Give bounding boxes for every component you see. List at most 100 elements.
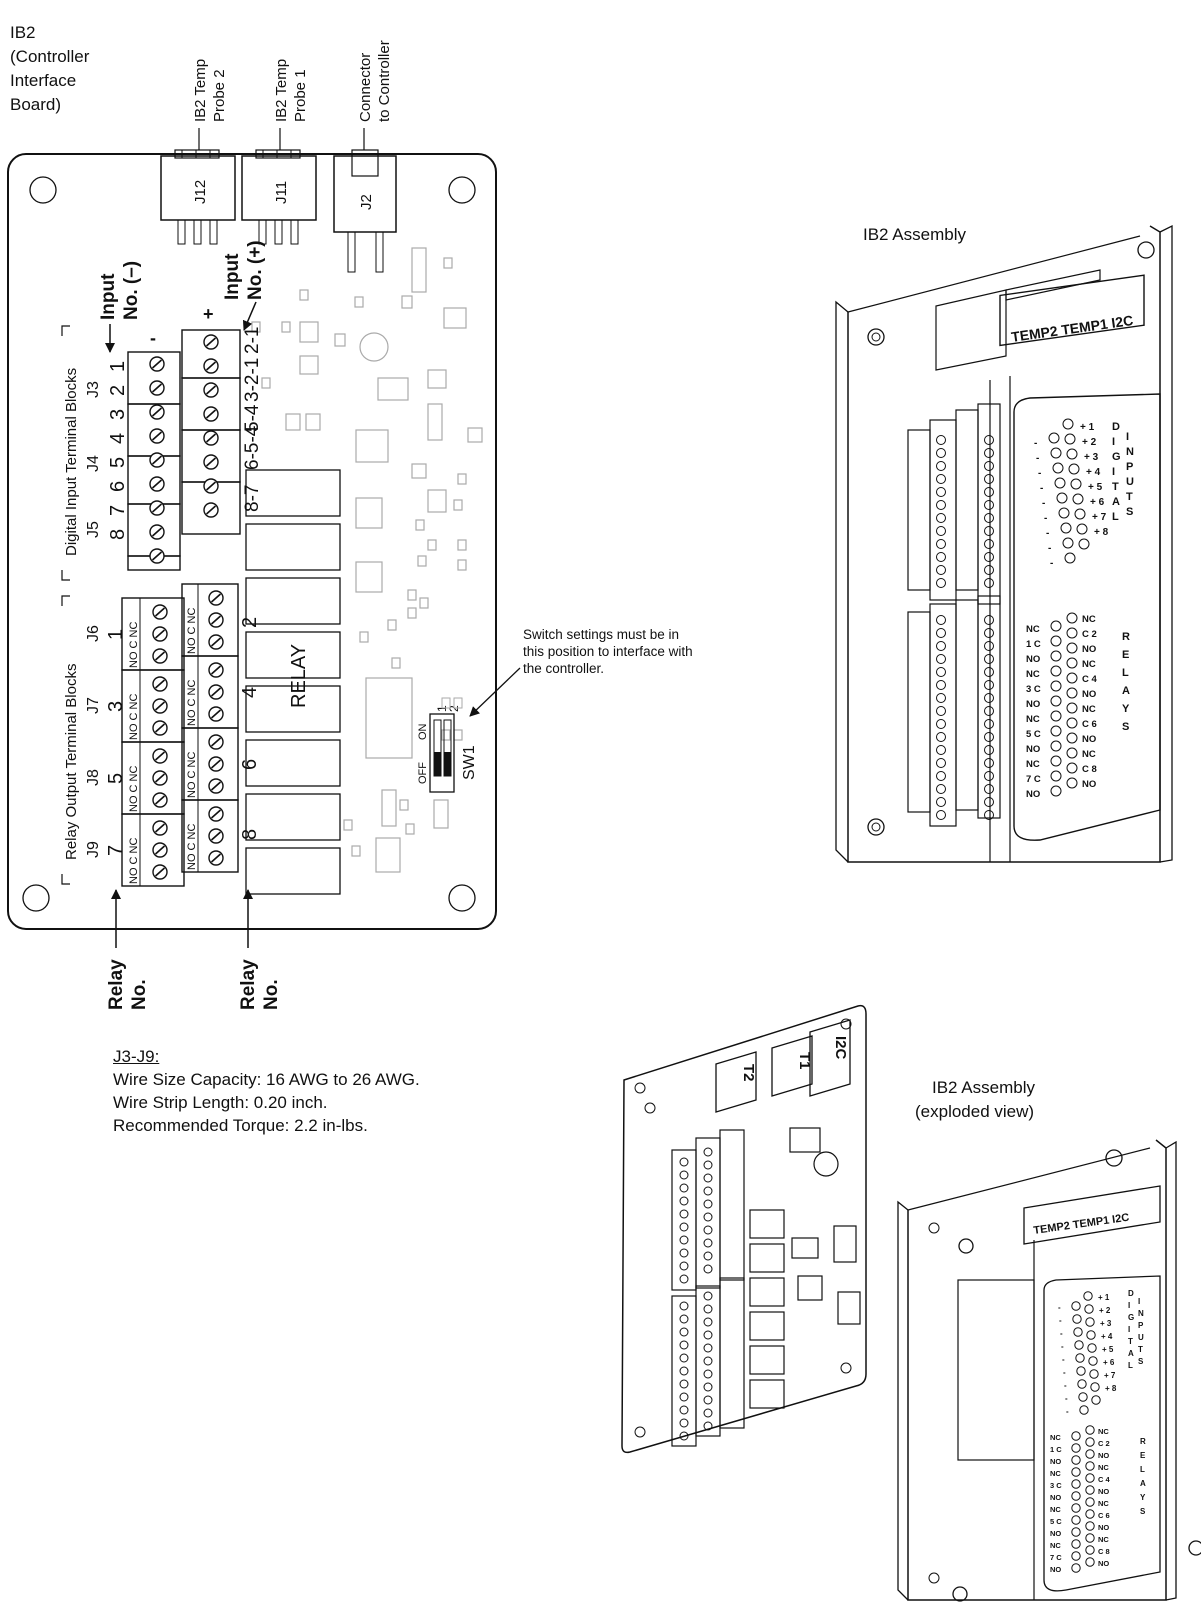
input-minus-sign: -	[1064, 1381, 1067, 1390]
terminal-hole	[936, 578, 946, 588]
relay-hole	[1050, 695, 1062, 707]
terminal-hole	[936, 680, 946, 690]
inputs-letter: S	[1138, 1357, 1144, 1366]
digital-input-number: 3	[107, 409, 129, 420]
relay-pin-text: NO C NC	[186, 824, 198, 871]
terminal-hole	[703, 1421, 713, 1431]
relay-pin-text: NO C NC	[186, 680, 198, 727]
digital-letter: I	[1128, 1301, 1130, 1310]
relay-hole	[1085, 1425, 1095, 1435]
relay-hole	[1050, 770, 1062, 782]
j2-callout-line: to Controller	[376, 40, 393, 122]
relay-hole	[1085, 1533, 1095, 1543]
input-hole	[1076, 1366, 1086, 1376]
input-minus-sign: -	[1034, 438, 1037, 449]
relays-letter: E	[1122, 649, 1129, 661]
input-plus-line: Input	[222, 253, 243, 300]
relay-right-label: NO	[1082, 734, 1096, 745]
input-plus-number: + 8	[1094, 527, 1109, 538]
terminal-hole	[984, 500, 994, 510]
relay-right-label: NC	[1082, 704, 1096, 715]
relay-hole	[1071, 1539, 1081, 1549]
relay-pin-text: NO C NC	[128, 694, 140, 741]
terminal-hole	[936, 526, 946, 536]
terminal-hole	[984, 552, 994, 562]
relay-number-right: 8	[239, 829, 261, 840]
input-minus-sign: -	[1062, 1355, 1065, 1364]
relays-letter: R	[1140, 1437, 1146, 1446]
notes-heading: J3-J9:	[113, 1047, 160, 1066]
board-title: IB2 (Controller Interface Board)	[10, 23, 90, 114]
input-hole	[1075, 1353, 1085, 1363]
relay-right-label: C 2	[1098, 1439, 1110, 1448]
terminal-hole	[679, 1405, 689, 1415]
inputs-letter: S	[1126, 506, 1133, 518]
input-plus-number: + 4	[1086, 467, 1101, 478]
terminal-hole	[984, 771, 994, 781]
terminal-hole	[679, 1261, 689, 1271]
inputs-letter: T	[1138, 1345, 1143, 1354]
relay-left-label: 3 C	[1026, 684, 1041, 695]
minus-sign: -	[150, 328, 156, 348]
terminal-hole	[936, 641, 946, 651]
board-title-line: (Controller	[10, 47, 90, 66]
input-hole	[1078, 1392, 1088, 1402]
relay-right-label: C 6	[1098, 1511, 1110, 1520]
relay-hole	[1071, 1527, 1081, 1537]
terminal-hole	[679, 1157, 689, 1167]
input-plus-number: + 7	[1092, 512, 1107, 523]
digital-input-number-right: 3-2-1	[242, 358, 263, 402]
terminal-hole	[936, 487, 946, 497]
relay-label: RELAY	[288, 644, 310, 708]
relay-left-label: NO	[1050, 1493, 1061, 1502]
terminal-hole	[703, 1238, 713, 1248]
terminal-hole	[984, 706, 994, 716]
terminal-hole	[703, 1147, 713, 1157]
relay-right-label: NC	[1082, 614, 1096, 625]
switch-settings-note: Switch settings must be in this position…	[523, 627, 693, 676]
terminal-hole	[936, 654, 946, 664]
relay-hole	[1071, 1503, 1081, 1513]
exploded-title-line: (exploded view)	[915, 1102, 1034, 1121]
relay-hole	[1066, 762, 1078, 774]
digital-group-label: Digital Input Terminal Blocks	[63, 368, 80, 556]
terminal-hole	[679, 1418, 689, 1428]
terminal-hole	[703, 1251, 713, 1261]
relay-right-label: NC	[1082, 749, 1096, 760]
relay-hole	[1050, 710, 1062, 722]
input-plus-number: + 4	[1101, 1332, 1113, 1341]
relay-left-label: 5 C	[1026, 729, 1041, 740]
terminal-hole	[936, 565, 946, 575]
digital-input-number: 1	[107, 361, 129, 372]
input-minus-sign: -	[1048, 543, 1051, 554]
terminal-hole	[936, 461, 946, 471]
pcb-perspective-view: T2 T1 I2C	[621, 1004, 867, 1454]
digital-input-number-right: 5-4	[242, 404, 263, 432]
relay-hole	[1071, 1491, 1081, 1501]
relay-callout-line: Relay	[106, 959, 127, 1010]
input-plus-number: + 2	[1082, 437, 1097, 448]
board-title-line: Board)	[10, 95, 61, 114]
terminal-hole	[984, 526, 994, 536]
exploded-plus-numbers: + 1+ 2+ 3+ 4+ 5+ 6+ 7+ 8---------	[1058, 1293, 1117, 1416]
input-hole	[1089, 1369, 1099, 1379]
switch-name: SW1	[461, 745, 478, 780]
relay-left-label: NC	[1026, 669, 1040, 680]
relay-number: 1	[105, 629, 127, 640]
digital-letter: I	[1128, 1325, 1130, 1334]
terminal-hole	[936, 539, 946, 549]
input-minus-sign: -	[1060, 1329, 1063, 1338]
relays-letter: S	[1140, 1507, 1146, 1516]
relay-hole	[1071, 1467, 1081, 1477]
input-hole	[1062, 537, 1074, 549]
digital-block-name: J5	[85, 521, 102, 538]
relay-hole	[1066, 642, 1078, 654]
relay-hole	[1066, 777, 1078, 789]
inputs-letter: N	[1138, 1309, 1144, 1318]
